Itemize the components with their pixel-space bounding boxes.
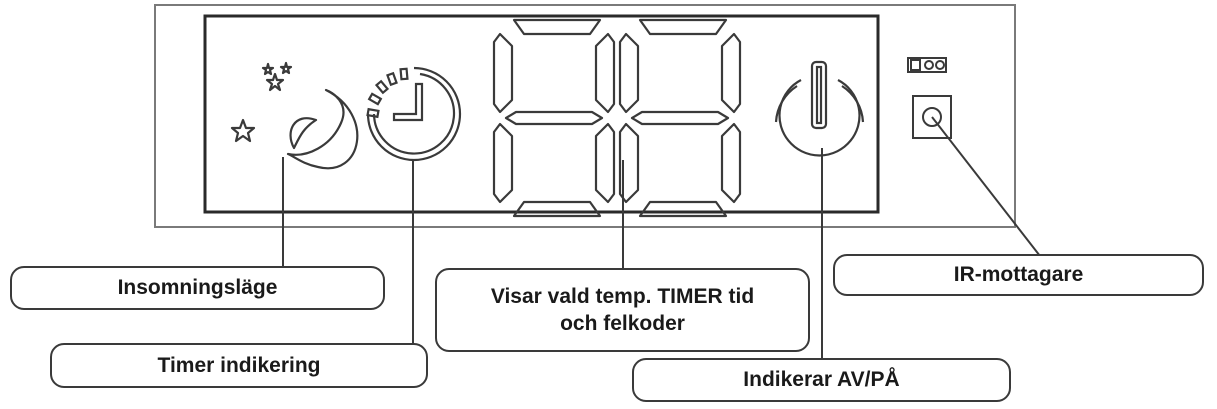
seven-segment-display [492,18,742,218]
panel-housing [154,4,1016,228]
display-window [203,14,880,214]
callout-power-text: Indikerar AV/PÅ [743,368,900,392]
leader-lines [282,116,1041,360]
callout-sleep-mode: Insomningsläge [10,266,385,310]
moon-stars-icon [230,61,359,170]
callout-display-line1: Visar vald temp. TIMER tid [490,284,755,308]
digit-2 [618,18,742,218]
callout-ir-receiver-text: IR-mottagare [953,263,1084,287]
callout-timer-text: Timer indikering [157,353,321,377]
callout-sleep-mode-text: Insomningsläge [117,276,278,300]
digit-1 [492,18,616,218]
callout-display-line2: och felkoder [560,312,685,335]
callout-ir-receiver: IR-mottagare [833,254,1204,296]
power-icon [774,60,865,157]
callout-power: Indikerar AV/PÅ [632,358,1011,402]
timer-clock-icon [366,66,462,162]
callout-timer: Timer indikering [50,343,428,388]
ir-sensor-icon [907,57,952,139]
callout-display: Visar vald temp. TIMER tid och felkoder [435,268,810,352]
